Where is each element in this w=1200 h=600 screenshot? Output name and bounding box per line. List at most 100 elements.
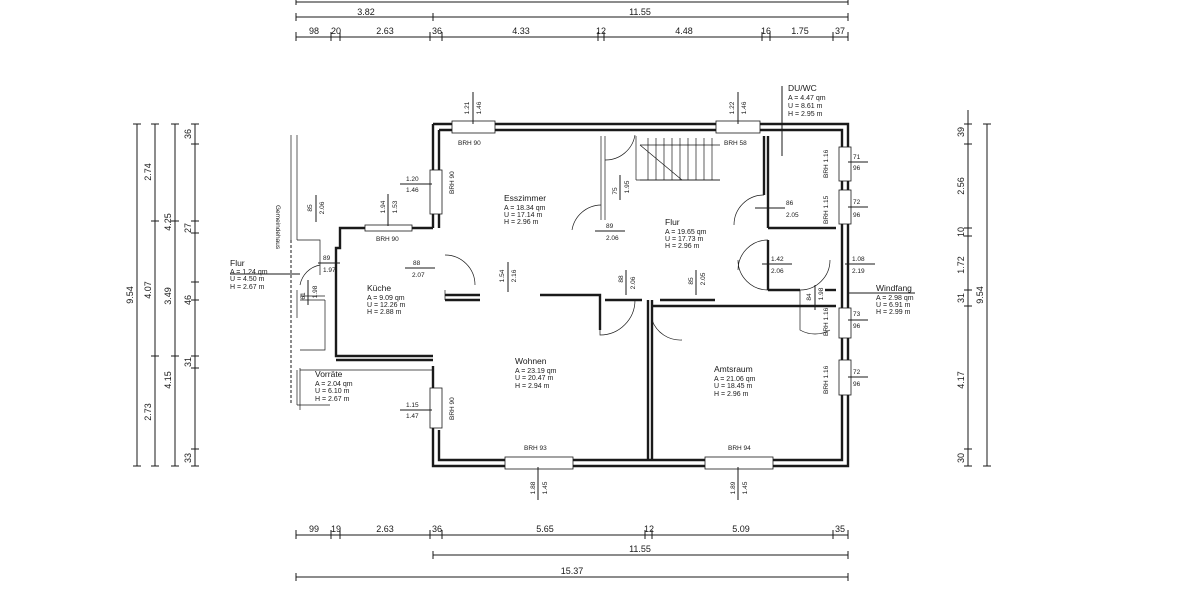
room-flur: Flur A = 19.65 qm U = 17.73 m H = 2.96 m <box>665 217 707 250</box>
room-perimeter: U = 4.50 m <box>230 276 265 283</box>
top-seg-2: 20 <box>331 26 341 36</box>
opening-dim: 88 <box>618 275 625 283</box>
opening-dim: 89 <box>323 255 331 262</box>
opening-dim: 1.46 <box>476 101 483 114</box>
left-c4-4: 31 <box>183 357 193 367</box>
room-height: H = 2.67 m <box>230 284 265 291</box>
opening-dim: 2.06 <box>771 268 784 275</box>
bottom-total: 15.37 <box>561 566 584 576</box>
opening-dim: 1.88 <box>530 481 537 494</box>
brh-label: BRH 58 <box>724 140 747 147</box>
room-perimeter: U = 17.14 m <box>504 212 542 219</box>
top-seg-10: 37 <box>835 26 845 36</box>
brh-label: BRH 94 <box>728 445 751 452</box>
opening-dim: 1.21 <box>464 101 471 114</box>
opening-dim: 2.06 <box>630 276 637 289</box>
room-name: DU/WC <box>788 83 817 93</box>
room-area: A = 21.06 qm <box>714 376 756 383</box>
opening-dim: 89 <box>606 223 614 230</box>
opening-dim: 1.15 <box>406 402 419 409</box>
opening-dim: 2.19 <box>852 268 865 275</box>
room-height: H = 2.99 m <box>876 309 911 316</box>
left-c4-5: 33 <box>183 453 193 463</box>
top-overall-left: 3.82 <box>357 7 375 17</box>
opening-dim: 1.95 <box>624 180 631 193</box>
bottom-dimension-chain: 99 19 2.63 36 5.65 12 5.09 35 11.55 15.3… <box>295 524 849 581</box>
bottom-seg-6: 12 <box>644 524 654 534</box>
right-c-4: 1.72 <box>956 256 966 274</box>
brh-label: BRH 1.16 <box>823 307 830 336</box>
room-height: H = 2.94 m <box>515 383 550 390</box>
opening-dim: 86 <box>786 200 794 207</box>
left-c3-2: 3.49 <box>163 287 173 305</box>
bottom-seg-7: 5.09 <box>732 524 750 534</box>
room-area: A = 2.98 qm <box>876 295 914 302</box>
room-wohnen: Wohnen A = 23.19 qm U = 20.47 m H = 2.94… <box>515 356 557 390</box>
opening-dim: 1.98 <box>818 287 825 300</box>
opening-dim: 1.89 <box>730 481 737 494</box>
opening-dim: 1.45 <box>742 481 749 494</box>
left-c2-2: 4.07 <box>143 281 153 299</box>
opening-dim: 2.06 <box>319 201 326 214</box>
opening-dim: 73 <box>853 311 861 318</box>
opening-dim: 1.08 <box>852 256 865 263</box>
bottom-seg-1: 99 <box>309 524 319 534</box>
room-name: Vorräte <box>315 369 343 379</box>
right-c-1: 39 <box>956 127 966 137</box>
room-du-wc: DU/WC A = 4.47 qm U = 8.61 m H = 2.95 m <box>781 83 826 156</box>
opening-dim: 1.97 <box>323 267 336 274</box>
opening-dim: 1.98 <box>312 285 319 298</box>
opening-dim: 2.16 <box>511 269 518 282</box>
right-c-6: 4.17 <box>956 371 966 389</box>
opening-dim: 72 <box>853 369 861 376</box>
room-windfang: Windfang A = 2.98 qm U = 6.91 m H = 2.99… <box>848 283 915 316</box>
top-seg-1: 98 <box>309 26 319 36</box>
brh-label: BRH 93 <box>524 445 547 452</box>
room-name: Windfang <box>876 283 912 293</box>
opening-dim: 1.45 <box>542 481 549 494</box>
right-c-5: 31 <box>956 293 966 303</box>
right-total: 9.54 <box>975 286 985 304</box>
room-perimeter: U = 8.61 m <box>788 103 823 110</box>
room-height: H = 2.96 m <box>665 243 700 250</box>
opening-dim: 1.46 <box>741 101 748 114</box>
opening-dim: 96 <box>853 381 861 388</box>
bottom-seg-2: 19 <box>331 524 341 534</box>
room-name: Küche <box>367 283 391 293</box>
opening-dim: 1.22 <box>729 101 736 114</box>
opening-dim: 1.42 <box>771 256 784 263</box>
opening-dim: 75 <box>612 187 619 195</box>
brh-label: BRH 1.16 <box>823 149 830 178</box>
left-c4-1: 36 <box>183 129 193 139</box>
top-seg-6: 12 <box>596 26 606 36</box>
right-dimension-chain: 39 2.56 10 1.72 31 4.17 30 9.54 <box>956 110 991 467</box>
room-name: Amtsraum <box>714 364 753 374</box>
opening-dim: 84 <box>806 293 813 301</box>
room-perimeter: U = 6.10 m <box>315 388 350 395</box>
opening-dim: 2.05 <box>786 212 799 219</box>
staircase <box>639 138 720 181</box>
opening-dim: 1.94 <box>380 200 387 213</box>
room-perimeter: U = 6.91 m <box>876 302 911 309</box>
room-area: A = 4.47 qm <box>788 95 826 102</box>
opening-dim: 88 <box>413 260 421 267</box>
opening-dim: 2.07 <box>412 272 425 279</box>
top-dimension-chain: 3.82 11.55 98 20 2.63 36 4.33 12 4.48 16… <box>295 0 849 41</box>
left-c3-1: 4.25 <box>163 213 173 231</box>
bottom-seg-4: 36 <box>432 524 442 534</box>
room-esszimmer: Esszimmer A = 18.34 qm U = 17.14 m H = 2… <box>504 193 546 226</box>
room-kueche: Küche A = 9.09 qm U = 12.26 m H = 2.88 m <box>367 283 405 316</box>
left-c4-2: 27 <box>183 223 193 233</box>
bottom-seg-5: 5.65 <box>536 524 554 534</box>
opening-dim: 85 <box>307 204 314 212</box>
left-c3-3: 4.15 <box>163 371 173 389</box>
brh-label: BRH 90 <box>449 171 456 194</box>
room-height: H = 2.95 m <box>788 111 823 118</box>
doors <box>296 134 831 341</box>
opening-dim: 2.06 <box>606 235 619 242</box>
top-overall-right: 11.55 <box>629 7 651 17</box>
opening-dim: 72 <box>853 199 861 206</box>
brh-label: BRH 90 <box>376 236 399 243</box>
left-c4-3: 46 <box>183 295 193 305</box>
